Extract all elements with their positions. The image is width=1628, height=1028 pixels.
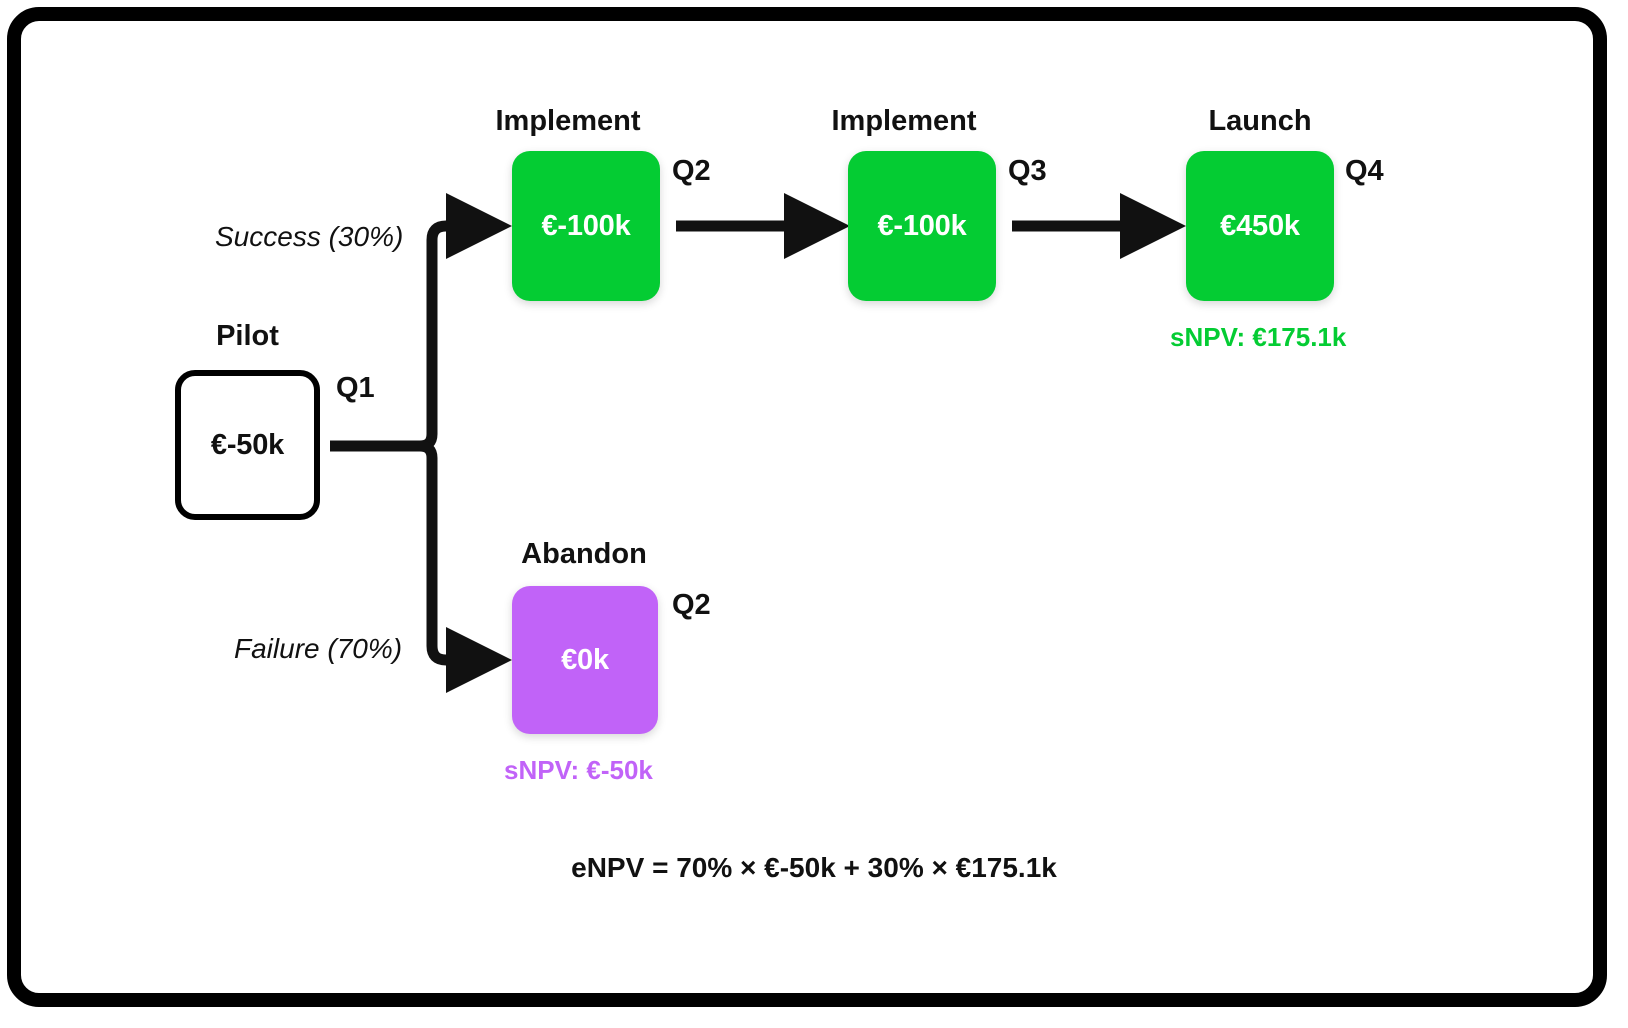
snpv-launch: sNPV: €175.1k [1170,322,1347,352]
node-implement-2[interactable]: €-100k [848,151,996,301]
node-implement-1[interactable]: €-100k [512,151,660,301]
node-value-implement-2: €-100k [877,209,967,242]
node-value-implement-1: €-100k [541,209,631,242]
node-value-launch: €450k [1220,209,1300,242]
snpv-abandon: sNPV: €-50k [504,755,653,785]
wire-success-branch [419,193,512,452]
branch-label-success: Success (30%) [215,221,404,252]
branch-label-failure: Failure (70%) [234,633,403,664]
q-label-launch: Q4 [1345,155,1384,187]
wire-failure-branch [419,440,512,693]
node-launch[interactable]: €450k [1186,151,1334,301]
enpv-formula: eNPV = 70% × €-50k + 30% × €175.1k [571,852,1057,883]
node-title-pilot: Pilot [216,320,279,352]
node-title-implement-1: Implement [495,105,641,137]
q-label-pilot: Q1 [336,372,375,404]
node-pilot[interactable]: €-50k [175,370,320,520]
node-abandon[interactable]: €0k [512,586,658,734]
node-value-pilot: €-50k [210,428,285,461]
node-title-abandon: Abandon [521,538,647,570]
node-value-abandon: €0k [561,643,609,676]
q-label-abandon: Q2 [672,589,711,621]
q-label-implement-1: Q2 [672,155,711,187]
node-title-launch: Launch [1208,105,1312,137]
node-title-implement-2: Implement [831,105,977,137]
q-label-implement-2: Q3 [1008,155,1047,187]
